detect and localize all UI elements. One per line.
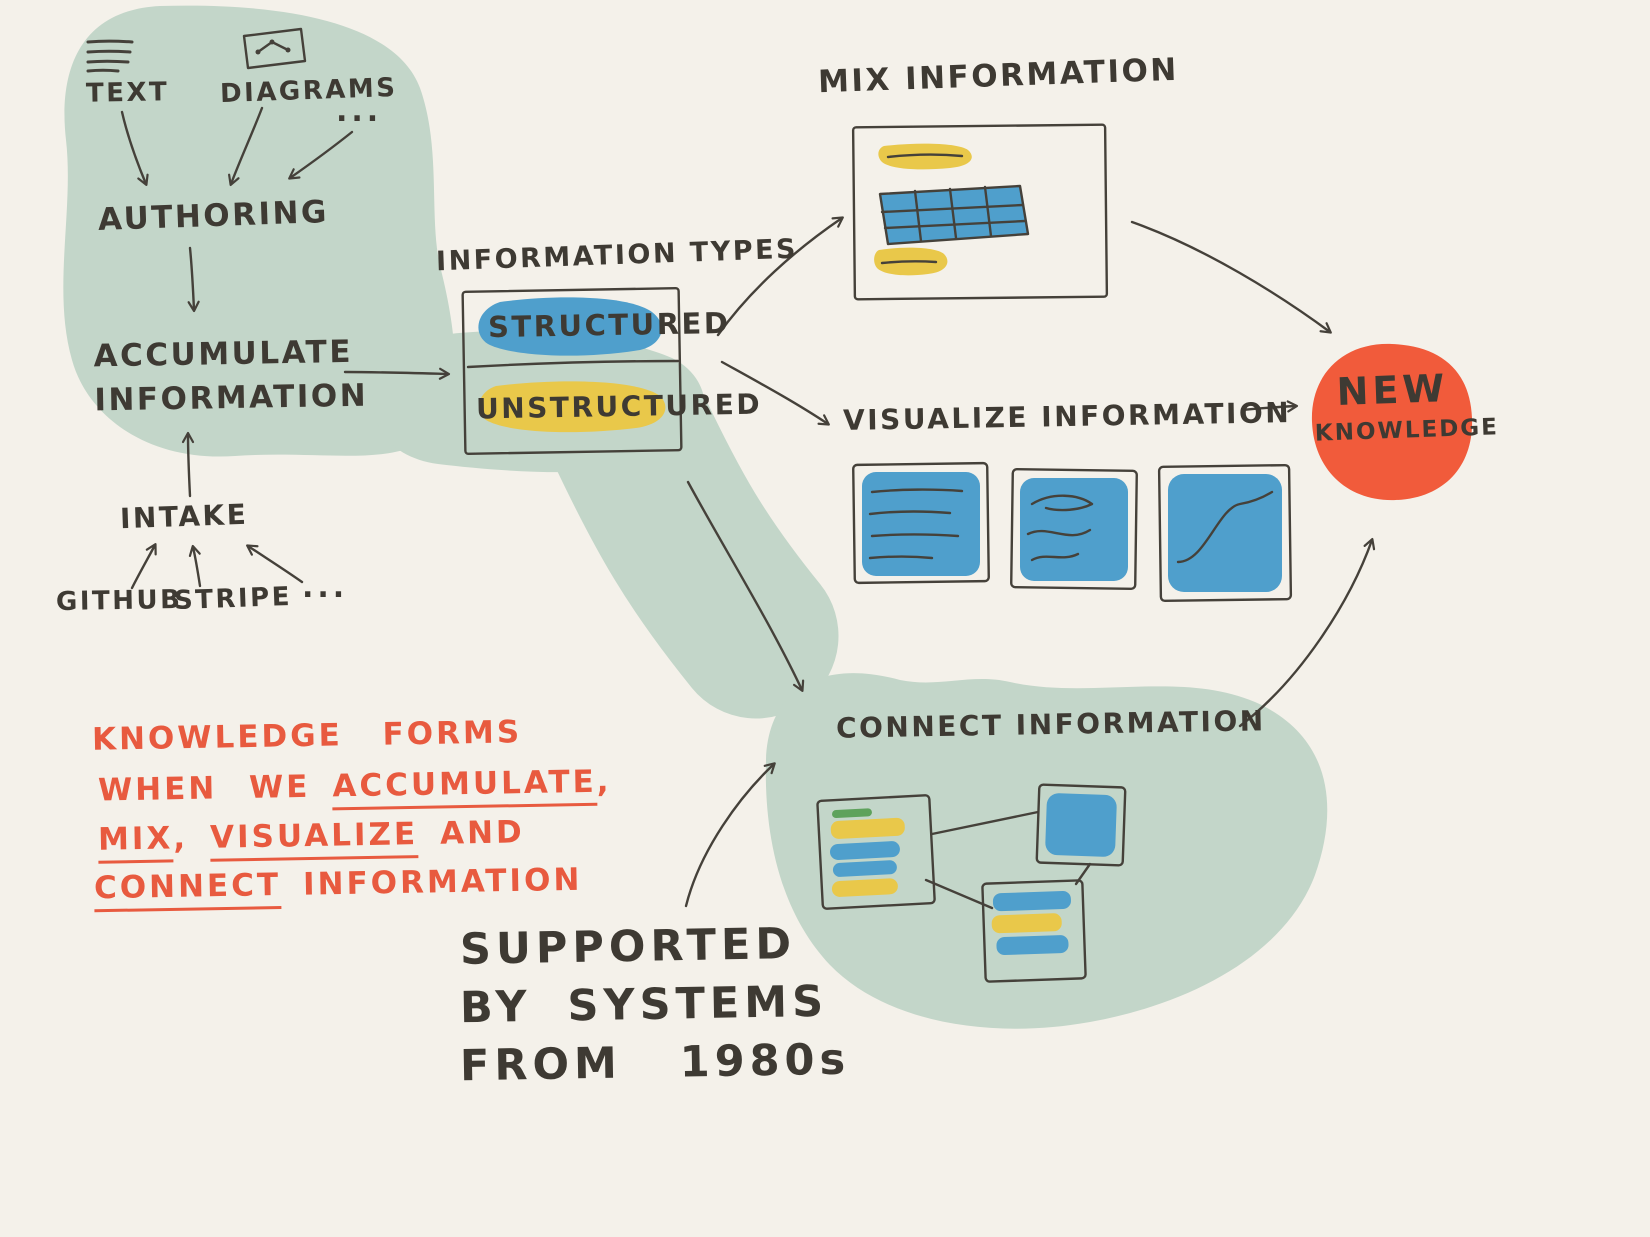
connect-topright-fill: [1045, 793, 1117, 857]
connect-bottom-blue-bar-1: [992, 890, 1071, 912]
blob-connect: [765, 673, 1328, 1029]
arrow-infotypes-to-visualize: [720, 360, 830, 426]
arrow-visualize-to-new: [1240, 400, 1299, 413]
visualize-fill-2: [1020, 478, 1128, 581]
connect-bottom-frame: [981, 879, 1087, 983]
visualize-boxes: [852, 461, 1293, 603]
label-dots-sources: ...: [302, 570, 349, 605]
label-unstructured: UNSTRUCTURED: [475, 387, 763, 426]
label-accumulate-line1: ACCUMULATE: [93, 333, 354, 375]
text-icon: [86, 39, 134, 73]
arrow-accumulate-to-infotypes: [343, 367, 451, 380]
label-structured: STRUCTURED: [487, 305, 731, 345]
note-line-2: WHEN WE ACCUMULATE,: [97, 763, 612, 811]
label-github: GITHUB: [55, 584, 183, 618]
mix-bar2-scribble: [880, 260, 938, 265]
label-dots-top: ...: [336, 94, 383, 129]
background-blob: [63, 5, 1328, 1029]
connect-left-blue-bar-1: [829, 841, 900, 860]
diagram-icon: [242, 27, 307, 70]
arrow-text-to-authoring: [120, 110, 149, 187]
arrow-authoring-to-accumulate: [187, 246, 200, 313]
supported-line-3: FROM 1980s: [459, 1034, 851, 1092]
blob-top-left: [63, 5, 455, 457]
arrow-dots-to-intake: [246, 544, 304, 584]
visualize-linechart: [1176, 490, 1274, 564]
connect-left-yellow-bar-2: [831, 878, 898, 897]
visualize-frame-1: [852, 461, 990, 585]
note-accumulate-underlined: ACCUMULATE: [332, 763, 598, 811]
label-text: TEXT: [85, 77, 170, 109]
supported-line-1: SUPPORTED: [459, 919, 797, 975]
connect-left-frame: [816, 794, 936, 910]
blob-neck: [547, 349, 839, 719]
arrows: [120, 106, 1376, 908]
unstructured-highlight: [479, 381, 666, 433]
arrow-github-to-intake: [130, 543, 157, 590]
label-new-knowledge: NEW KNOWLEDGE: [1313, 365, 1500, 447]
arrow-intake-to-accumulate: [181, 431, 195, 498]
mix-yellow-bar-1: [878, 143, 972, 170]
arrow-dots-to-authoring: [288, 130, 354, 180]
note-mix-underlined: MIX: [97, 820, 174, 864]
mix-table-grid: [880, 185, 1027, 243]
arrow-connect-to-new: [1238, 537, 1376, 728]
note-information: INFORMATION: [302, 861, 583, 903]
label-accumulate-information: ACCUMULATE INFORMATION: [93, 330, 368, 423]
note-when-we: WHEN WE: [97, 768, 311, 809]
mix-frame: [851, 123, 1109, 301]
arrow-supported-to-connect: [684, 762, 776, 908]
note-connect-underlined: CONNECT: [93, 866, 282, 913]
connect-left-yellow-bar-1: [830, 817, 905, 839]
connect-box-topright: [1035, 783, 1127, 867]
supported-line-2: BY SYSTEMS: [459, 976, 829, 1034]
label-intake: INTAKE: [119, 497, 249, 536]
connect-box-left: [816, 794, 936, 910]
arrow-stripe-to-intake: [188, 544, 202, 588]
connect-box-bottom: [981, 879, 1087, 983]
arrow-infotypes-to-connect: [686, 480, 805, 693]
connect-left-green-bar: [832, 808, 872, 819]
connect-bottom-blue-bar-2: [996, 935, 1069, 956]
mix-bar1-scribble: [886, 153, 964, 159]
note-line-1: KNOWLEDGE FORMS: [91, 714, 523, 758]
label-accumulate-line2: INFORMATION: [94, 377, 369, 419]
structured-highlight: [478, 297, 662, 356]
note-comma-1: ,: [596, 763, 612, 800]
info-types-frame: [461, 286, 683, 456]
note-line-3: MIX, VISUALIZE AND: [97, 814, 526, 864]
connect-left-blue-bar-2: [832, 860, 897, 877]
info-types-divider: [466, 359, 680, 369]
visualize-scribble-2: [1026, 494, 1094, 562]
info-types-box: [461, 286, 683, 456]
visualize-scribble-1: [868, 488, 964, 560]
connect-topright-frame: [1035, 783, 1127, 867]
note-visualize-underlined: VISUALIZE: [209, 816, 419, 862]
visualize-fill-1: [862, 472, 980, 576]
visualize-fill-3: [1168, 474, 1282, 592]
new-knowledge-blob: [1311, 343, 1473, 501]
visualize-frame-2: [1010, 467, 1138, 591]
arrow-mix-to-new: [1130, 220, 1332, 334]
label-new: NEW: [1335, 366, 1450, 414]
mix-box: [851, 123, 1109, 301]
connect-boxes: [816, 783, 1127, 983]
visualize-frame-3: [1157, 463, 1293, 603]
label-stripe: STRIPE: [173, 581, 293, 617]
label-knowledge: KNOWLEDGE: [1314, 414, 1500, 447]
note-comma-2: ,: [173, 820, 189, 857]
note-and: AND: [439, 814, 526, 852]
connect-bottom-yellow-bar: [991, 913, 1062, 934]
connect-links: [924, 810, 1092, 910]
arrow-diagrams-to-authoring: [228, 106, 264, 187]
arrow-infotypes-to-mix: [716, 216, 844, 337]
